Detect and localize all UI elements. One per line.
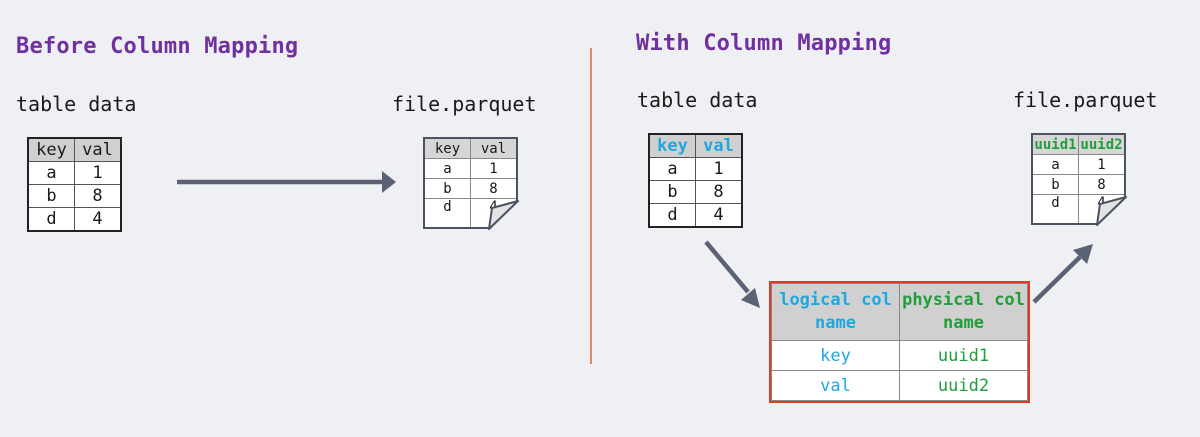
table-header: key bbox=[648, 133, 696, 158]
file-header: key bbox=[423, 137, 471, 159]
table-cell: 8 bbox=[74, 184, 122, 208]
table-header: key bbox=[27, 137, 75, 162]
page-fold-icon bbox=[1095, 194, 1129, 228]
with-heading: With Column Mapping bbox=[636, 31, 892, 56]
left-parquet-file: key val a 1 b 8 d 4 bbox=[423, 137, 521, 232]
right-table-data: key val a 1 b 8 d 4 bbox=[648, 133, 743, 228]
left-table-data: key val a 1 b 8 d 4 bbox=[27, 137, 122, 232]
left-file-label: file.parquet bbox=[392, 92, 537, 116]
arrow-table-to-mapping bbox=[704, 240, 750, 294]
table-cell: 4 bbox=[74, 207, 122, 232]
page-fold-icon bbox=[487, 198, 521, 232]
table-cell: 8 bbox=[695, 180, 743, 204]
table-cell: 4 bbox=[695, 203, 743, 228]
column-mapping-table: logical col name physical col name key u… bbox=[769, 281, 1030, 403]
arrow-head bbox=[741, 288, 760, 308]
section-divider bbox=[590, 48, 592, 364]
left-table-label: table data bbox=[16, 92, 137, 116]
right-file-label: file.parquet bbox=[1013, 88, 1158, 112]
arrow-head bbox=[1073, 244, 1093, 264]
file-cell: d bbox=[1031, 194, 1079, 224]
table-cell: d bbox=[27, 207, 75, 232]
physical-col-header: physical col name bbox=[899, 283, 1028, 341]
table-cell: d bbox=[648, 203, 696, 228]
right-table-label: table data bbox=[637, 88, 758, 112]
file-header: val bbox=[470, 137, 518, 159]
logical-col-header: logical col name bbox=[771, 283, 900, 341]
file-header: uuid2 bbox=[1078, 133, 1126, 155]
logical-col-cell: key bbox=[771, 340, 900, 371]
table-header: val bbox=[74, 137, 122, 162]
physical-col-cell: uuid1 bbox=[899, 340, 1028, 371]
file-cell: 8 bbox=[470, 178, 518, 199]
table-cell: b bbox=[27, 184, 75, 208]
before-heading: Before Column Mapping bbox=[16, 34, 299, 59]
right-parquet-file: uuid1 uuid2 a 1 b 8 d 4 bbox=[1031, 133, 1129, 228]
logical-col-cell: val bbox=[771, 370, 900, 401]
arrow-mapping-to-file bbox=[1032, 255, 1082, 304]
arrow-head bbox=[382, 171, 396, 193]
physical-col-cell: uuid2 bbox=[899, 370, 1028, 401]
table-cell: b bbox=[648, 180, 696, 204]
table-cell: 1 bbox=[74, 161, 122, 185]
file-cell: 8 bbox=[1078, 174, 1126, 195]
